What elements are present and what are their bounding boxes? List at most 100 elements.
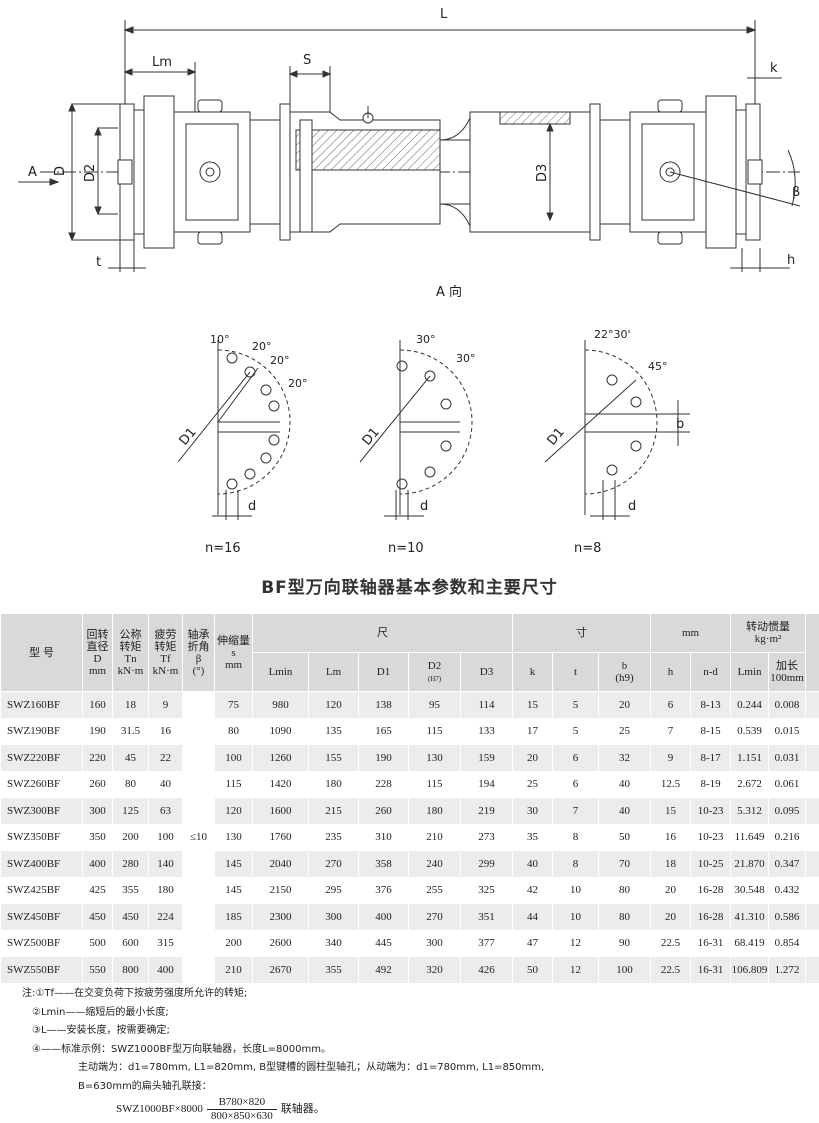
cell-iA: 0.031 xyxy=(769,745,806,772)
formula-left: SWZ1000BF×8000 xyxy=(116,1103,203,1115)
cell-s: 80 xyxy=(215,718,253,745)
cell-model: SWZ450BF xyxy=(1,904,83,931)
cell-D1: 138 xyxy=(359,692,409,719)
cell-Lmin: 1760 xyxy=(253,824,309,851)
cell-Lm: 120 xyxy=(309,692,359,719)
angle-label: 20° xyxy=(270,354,290,367)
cell-nd: 10-23 xyxy=(691,824,731,851)
header-b: b(h9) xyxy=(599,653,651,692)
cell-model: SWZ425BF xyxy=(1,877,83,904)
cell-b: 40 xyxy=(599,771,651,798)
dim-D1: D1 xyxy=(177,425,200,449)
header-nd: n-d xyxy=(691,653,731,692)
cell-D3: 325 xyxy=(461,877,513,904)
cell-Lmin: 2670 xyxy=(253,957,309,984)
header-cut xyxy=(806,614,819,692)
cell-h: 12.5 xyxy=(651,771,691,798)
cell-t: 5 xyxy=(553,718,599,745)
note-4: ④——标准示例：SWZ1000BF型万向联轴器，长度L=8000mm。 xyxy=(22,1041,802,1060)
cell-t: 6 xyxy=(553,771,599,798)
angle-label: 30° xyxy=(416,333,436,346)
dim-k: k xyxy=(770,61,778,76)
cell-Lm: 180 xyxy=(309,771,359,798)
cell-iA: 0.095 xyxy=(769,798,806,825)
note-1: 注:①Tf——在交变负荷下按疲劳强度所允许的转矩; xyxy=(22,985,802,1004)
cell-D3: 299 xyxy=(461,851,513,878)
cell-t: 10 xyxy=(553,877,599,904)
cell-s: 130 xyxy=(215,824,253,851)
cell-D2: 130 xyxy=(409,745,461,772)
cell-Lmin: 2150 xyxy=(253,877,309,904)
cell-Tn: 600 xyxy=(113,930,149,957)
cell-D: 425 xyxy=(83,877,113,904)
cell-Lm: 135 xyxy=(309,718,359,745)
cell-b: 32 xyxy=(599,745,651,772)
formula-right: 联轴器。 xyxy=(281,1103,325,1115)
cell-D2: 115 xyxy=(409,718,461,745)
cell-nd: 8-13 xyxy=(691,692,731,719)
cell-Lmin: 1090 xyxy=(253,718,309,745)
cell-iL: 0.539 xyxy=(731,718,769,745)
cell-h: 20 xyxy=(651,904,691,931)
cell-h: 22.5 xyxy=(651,930,691,957)
cell-k: 35 xyxy=(513,824,553,851)
cell-k: 40 xyxy=(513,851,553,878)
cell-Tn: 31.5 xyxy=(113,718,149,745)
cell-D3: 219 xyxy=(461,798,513,825)
cell-s: 100 xyxy=(215,745,253,772)
cell-D1: 445 xyxy=(359,930,409,957)
angle-label: 10° xyxy=(210,333,230,346)
dim-L: L xyxy=(440,7,448,22)
cell-D2: 320 xyxy=(409,957,461,984)
cell-D1: 376 xyxy=(359,877,409,904)
cell-beta: ≤10 xyxy=(183,692,215,984)
cell-k: 30 xyxy=(513,798,553,825)
cell-h: 9 xyxy=(651,745,691,772)
cell-Tn: 450 xyxy=(113,904,149,931)
cell-iL: 106.809 xyxy=(731,957,769,984)
cell-iL: 30.548 xyxy=(731,877,769,904)
cell-D1: 400 xyxy=(359,904,409,931)
cell-t: 8 xyxy=(553,851,599,878)
dim-d: d xyxy=(248,499,256,514)
cell-Lm: 270 xyxy=(309,851,359,878)
cell-iA: 0.432 xyxy=(769,877,806,904)
cell-D: 220 xyxy=(83,745,113,772)
cell-Lm: 295 xyxy=(309,877,359,904)
cell-b: 90 xyxy=(599,930,651,957)
cell-iA: 0.586 xyxy=(769,904,806,931)
cell-Tf: 16 xyxy=(149,718,183,745)
cell-D1: 260 xyxy=(359,798,409,825)
note-3: ③L——安装长度，按需要确定; xyxy=(22,1022,802,1041)
note-6: B=630mm的扁头轴孔联接： xyxy=(22,1078,802,1097)
header-dims-unit: mm xyxy=(651,614,731,653)
header-D2: D2(H7) xyxy=(409,653,461,692)
cell-Tn: 280 xyxy=(113,851,149,878)
cell-cut xyxy=(806,692,819,719)
angle-label: 45° xyxy=(648,360,668,373)
cell-D2: 240 xyxy=(409,851,461,878)
cell-D: 160 xyxy=(83,692,113,719)
cell-model: SWZ160BF xyxy=(1,692,83,719)
header-h: h xyxy=(651,653,691,692)
cell-D1: 228 xyxy=(359,771,409,798)
cell-iA: 0.015 xyxy=(769,718,806,745)
cell-cut xyxy=(806,718,819,745)
cell-cut xyxy=(806,851,819,878)
cell-model: SWZ190BF xyxy=(1,718,83,745)
cell-Lmin: 2300 xyxy=(253,904,309,931)
coupling-assembly-drawing: L Lm S k A D D2 D3 t h β A 向 xyxy=(0,0,819,300)
cell-iL: 68.419 xyxy=(731,930,769,957)
cell-Tn: 80 xyxy=(113,771,149,798)
cell-model: SWZ260BF xyxy=(1,771,83,798)
dim-D1: D1 xyxy=(360,425,383,449)
cell-iL: 21.870 xyxy=(731,851,769,878)
dim-D3: D3 xyxy=(535,164,550,182)
cell-D3: 426 xyxy=(461,957,513,984)
